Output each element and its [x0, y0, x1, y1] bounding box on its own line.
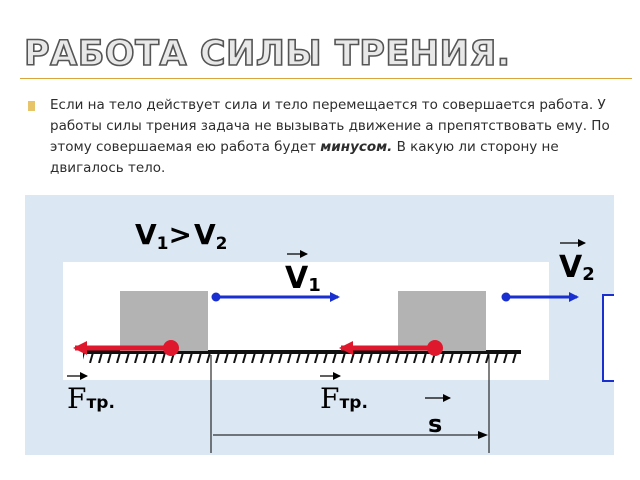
friction-origin-1: [163, 340, 179, 356]
friction-label-2: Fтр.: [320, 382, 368, 415]
v2-label: V2: [559, 250, 595, 285]
f1-main: F: [67, 382, 86, 415]
condition-sub1: 1: [157, 234, 169, 254]
f2-main: F: [320, 382, 339, 415]
bullet-marker: [28, 101, 35, 111]
slide-title: РАБОТА СИЛЫ ТРЕНИЯ.: [23, 33, 511, 75]
displacement-label: s: [428, 410, 442, 438]
block-start: [120, 291, 208, 351]
v2-sub: 2: [582, 264, 595, 285]
partial-block: [602, 294, 614, 382]
condition-v2: V: [194, 218, 216, 251]
v1-label: V1: [285, 261, 321, 296]
friction-origin-2: [427, 340, 443, 356]
velocity-origin-2: [501, 292, 511, 302]
velocity-origin-1: [211, 292, 221, 302]
block-end: [398, 291, 486, 351]
v1-main: V: [285, 261, 309, 296]
title-divider: [20, 78, 632, 79]
condition-sub2: 2: [216, 234, 228, 254]
f2-sub: тр.: [339, 393, 367, 413]
friction-diagram: s V1>V2 V1 V2 Fтр. Fтр.: [25, 195, 614, 455]
diagram-drawing: s V1>V2 V1 V2 Fтр. Fтр.: [67, 218, 614, 453]
bullet-text-end: В какую ли сторону не двигалось тело.: [50, 139, 559, 176]
friction-label-1: Fтр.: [67, 382, 115, 415]
v2-main: V: [559, 250, 583, 285]
condition-v1: V: [135, 218, 157, 251]
velocity-condition: V1>V2: [135, 218, 228, 254]
bullet-emphasis: минусом.: [320, 139, 393, 155]
v1-sub: 1: [308, 275, 321, 296]
f1-sub: тр.: [86, 393, 114, 413]
condition-gt: >: [169, 218, 192, 251]
bullet-text: Если на тело действует сила и тело перем…: [50, 95, 610, 179]
bullet-text-start: Если на тело действует сила и тело перем…: [50, 97, 610, 155]
